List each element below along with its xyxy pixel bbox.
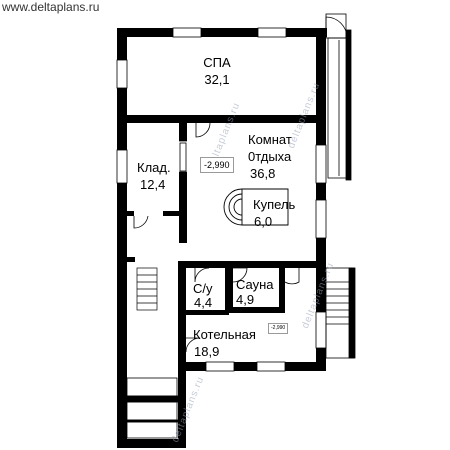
door-storage-leaf [179, 142, 187, 172]
wall-bottom-right [178, 362, 326, 371]
wall-spa-bottom [117, 115, 316, 123]
windows [116, 27, 327, 372]
room-pool-name: Купель [253, 197, 296, 212]
lower-block-1 [126, 377, 178, 397]
room-wc-name: С/у [193, 281, 213, 296]
wall-top [117, 28, 327, 37]
room-storage-area: 12,4 [140, 177, 166, 192]
window-spa-2 [257, 27, 287, 38]
site-url: www.deltaplans.ru [2, 0, 100, 14]
wall-sauna-right [279, 261, 285, 313]
wall-storage-bottom-b [163, 211, 187, 216]
room-boiler-area: 18,9 [194, 344, 220, 359]
window-storage [116, 149, 128, 184]
window-lounge [315, 144, 327, 184]
room-spa-name: СПА [203, 55, 231, 70]
room-lounge-name-2: 0тдыха [248, 149, 292, 164]
wall-storage-bottom-a [117, 211, 134, 216]
wall-right [316, 28, 326, 370]
room-boiler-name: Котельная [193, 327, 256, 342]
pool-rim [242, 188, 289, 226]
room-lounge-name-1: Комнат [248, 132, 292, 147]
door-boiler-side [284, 268, 300, 285]
porch-top-swing [325, 16, 348, 39]
door-wc [194, 267, 210, 283]
wall-wc-top [178, 261, 316, 268]
porch-bottom-rail [348, 267, 356, 359]
interior-stairs [136, 267, 158, 311]
room-pool-area: 6,0 [254, 214, 273, 229]
outer-stair-bottom [325, 267, 356, 359]
window-boiler-bottom-1 [205, 361, 235, 372]
wall-wc-sauna [225, 261, 233, 313]
door-spa [195, 122, 211, 138]
outer-stair-top [325, 13, 352, 181]
plunge-pool [223, 188, 289, 226]
door-stair [133, 215, 149, 229]
door-storage [179, 140, 187, 173]
wall-left [117, 28, 127, 448]
lower-storage [126, 377, 179, 439]
pool-arc-1 [223, 188, 243, 226]
level-mark-boiler: -2,990 [268, 323, 289, 334]
interior-walls [117, 115, 316, 362]
wall-bottom-inner [178, 362, 186, 448]
window-lounge-2 [315, 199, 327, 239]
room-sauna-area: 4,9 [236, 292, 255, 307]
wall-stair-top [117, 257, 135, 262]
window-boiler [315, 311, 327, 349]
room-spa-area: 32,1 [204, 72, 230, 87]
room-wc-area: 4,4 [194, 295, 213, 310]
door-boiler [185, 337, 201, 353]
room-storage-name: Клад. [137, 160, 171, 175]
door-sauna [232, 267, 248, 283]
pool-arc-3 [233, 198, 243, 216]
wall-bottom-left [117, 439, 186, 448]
outer-walls [117, 28, 327, 448]
wall-sauna-bottom [233, 307, 284, 313]
doors [133, 122, 300, 353]
lower-block-2 [126, 401, 178, 421]
wall-storage-right-b [179, 172, 187, 243]
level-mark-lounge: -2,990 [200, 157, 234, 173]
room-lounge-area: 36,8 [250, 166, 276, 181]
pool-arc-2 [228, 193, 243, 221]
window-spa-left [116, 59, 128, 89]
porch-top-rail [345, 29, 352, 181]
wall-storage-right-a [179, 115, 187, 141]
window-spa-1 [172, 27, 202, 38]
wall-wc-bottom [179, 310, 229, 315]
lower-block-3 [126, 421, 178, 439]
room-sauna-name: Сауна [236, 277, 274, 292]
window-boiler-bottom-2 [256, 361, 286, 372]
